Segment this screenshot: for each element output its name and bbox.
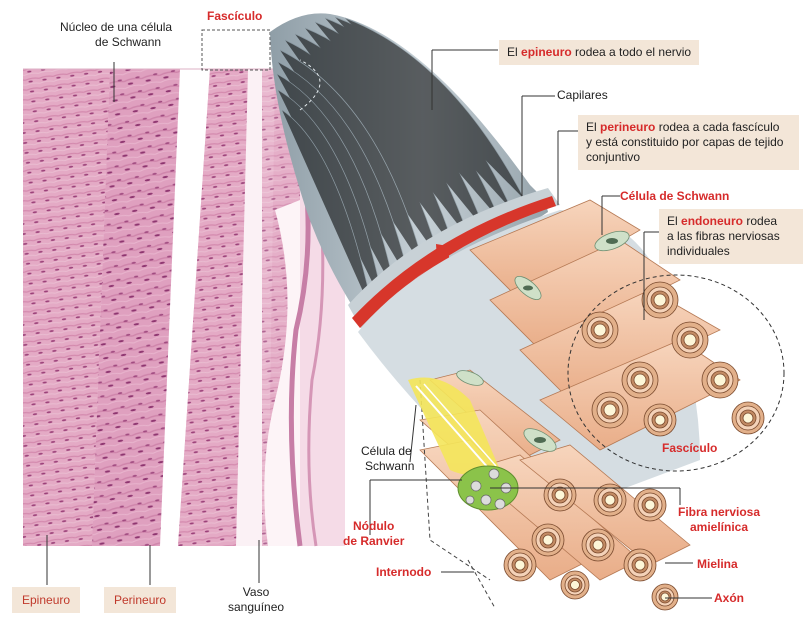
nucleo-line-1: Núcleo de una célula	[60, 20, 173, 34]
epineuro-box-label: Epineuro	[12, 587, 81, 613]
celula-schwann-line-1: Célula de	[361, 444, 412, 458]
perineuro-pre: El	[586, 120, 601, 134]
perineuro-line-2: y está constituido por capas de tejido	[586, 135, 784, 149]
mielina-label: Mielina	[697, 557, 738, 571]
epineuro-highlight: epineuro	[521, 45, 572, 59]
nodulo-line-1: Nódulo	[353, 519, 395, 533]
nucleo-schwann-label: Núcleo de una célula de Schwann	[60, 20, 172, 50]
epineuro-post: rodea a todo el nervio	[571, 45, 692, 59]
perineuro-line-3: conjuntivo	[586, 150, 641, 164]
perineuro-callout: El perineuro rodea a cada fascículo y es…	[578, 115, 799, 170]
celula-schwann-red-label: Célula de Schwann	[620, 189, 730, 203]
endoneuro-callout: El endoneuro rodea a las fibras nerviosa…	[659, 209, 803, 264]
endoneuro-pre: El	[667, 214, 682, 228]
fibra-line-1: Fibra nerviosa	[678, 505, 761, 519]
nodulo-ranvier-label: Nódulo de Ranvier	[343, 519, 404, 549]
vaso-line-2: sanguíneo	[228, 600, 285, 614]
nucleo-line-2: de Schwann	[95, 35, 162, 49]
endoneuro-post: rodea	[743, 214, 778, 228]
celula-schwann-line-2: Schwann	[365, 459, 415, 473]
internodo-label: Internodo	[376, 565, 432, 579]
endoneuro-highlight: endoneuro	[681, 214, 744, 228]
celula-schwann-black-label: Célula de Schwann	[361, 444, 414, 474]
endoneuro-line-3: individuales	[667, 244, 730, 258]
axon-label: Axón	[714, 591, 744, 605]
perineuro-box-label: Perineuro	[104, 587, 177, 613]
vaso-sanguineo-label: Vaso sanguíneo	[228, 585, 284, 615]
perineuro-highlight: perineuro	[600, 120, 656, 134]
perineuro-post: rodea a cada fascículo	[655, 120, 780, 134]
epineuro-pre: El	[507, 45, 522, 59]
nodulo-line-2: de Ranvier	[343, 534, 405, 548]
endoneuro-line-2: a las fibras nerviosas	[667, 229, 780, 243]
epineuro-callout: El epineuro rodea a todo el nervio	[499, 40, 700, 65]
fasciculo-top-label: Fascículo	[207, 9, 263, 23]
fibra-line-2: amielínica	[690, 520, 749, 534]
fibra-amielinica-label: Fibra nerviosa amielínica	[678, 505, 760, 535]
fasciculo-mid-label: Fascículo	[662, 441, 718, 455]
capilares-label: Capilares	[557, 88, 608, 102]
vaso-line-1: Vaso	[242, 585, 270, 599]
